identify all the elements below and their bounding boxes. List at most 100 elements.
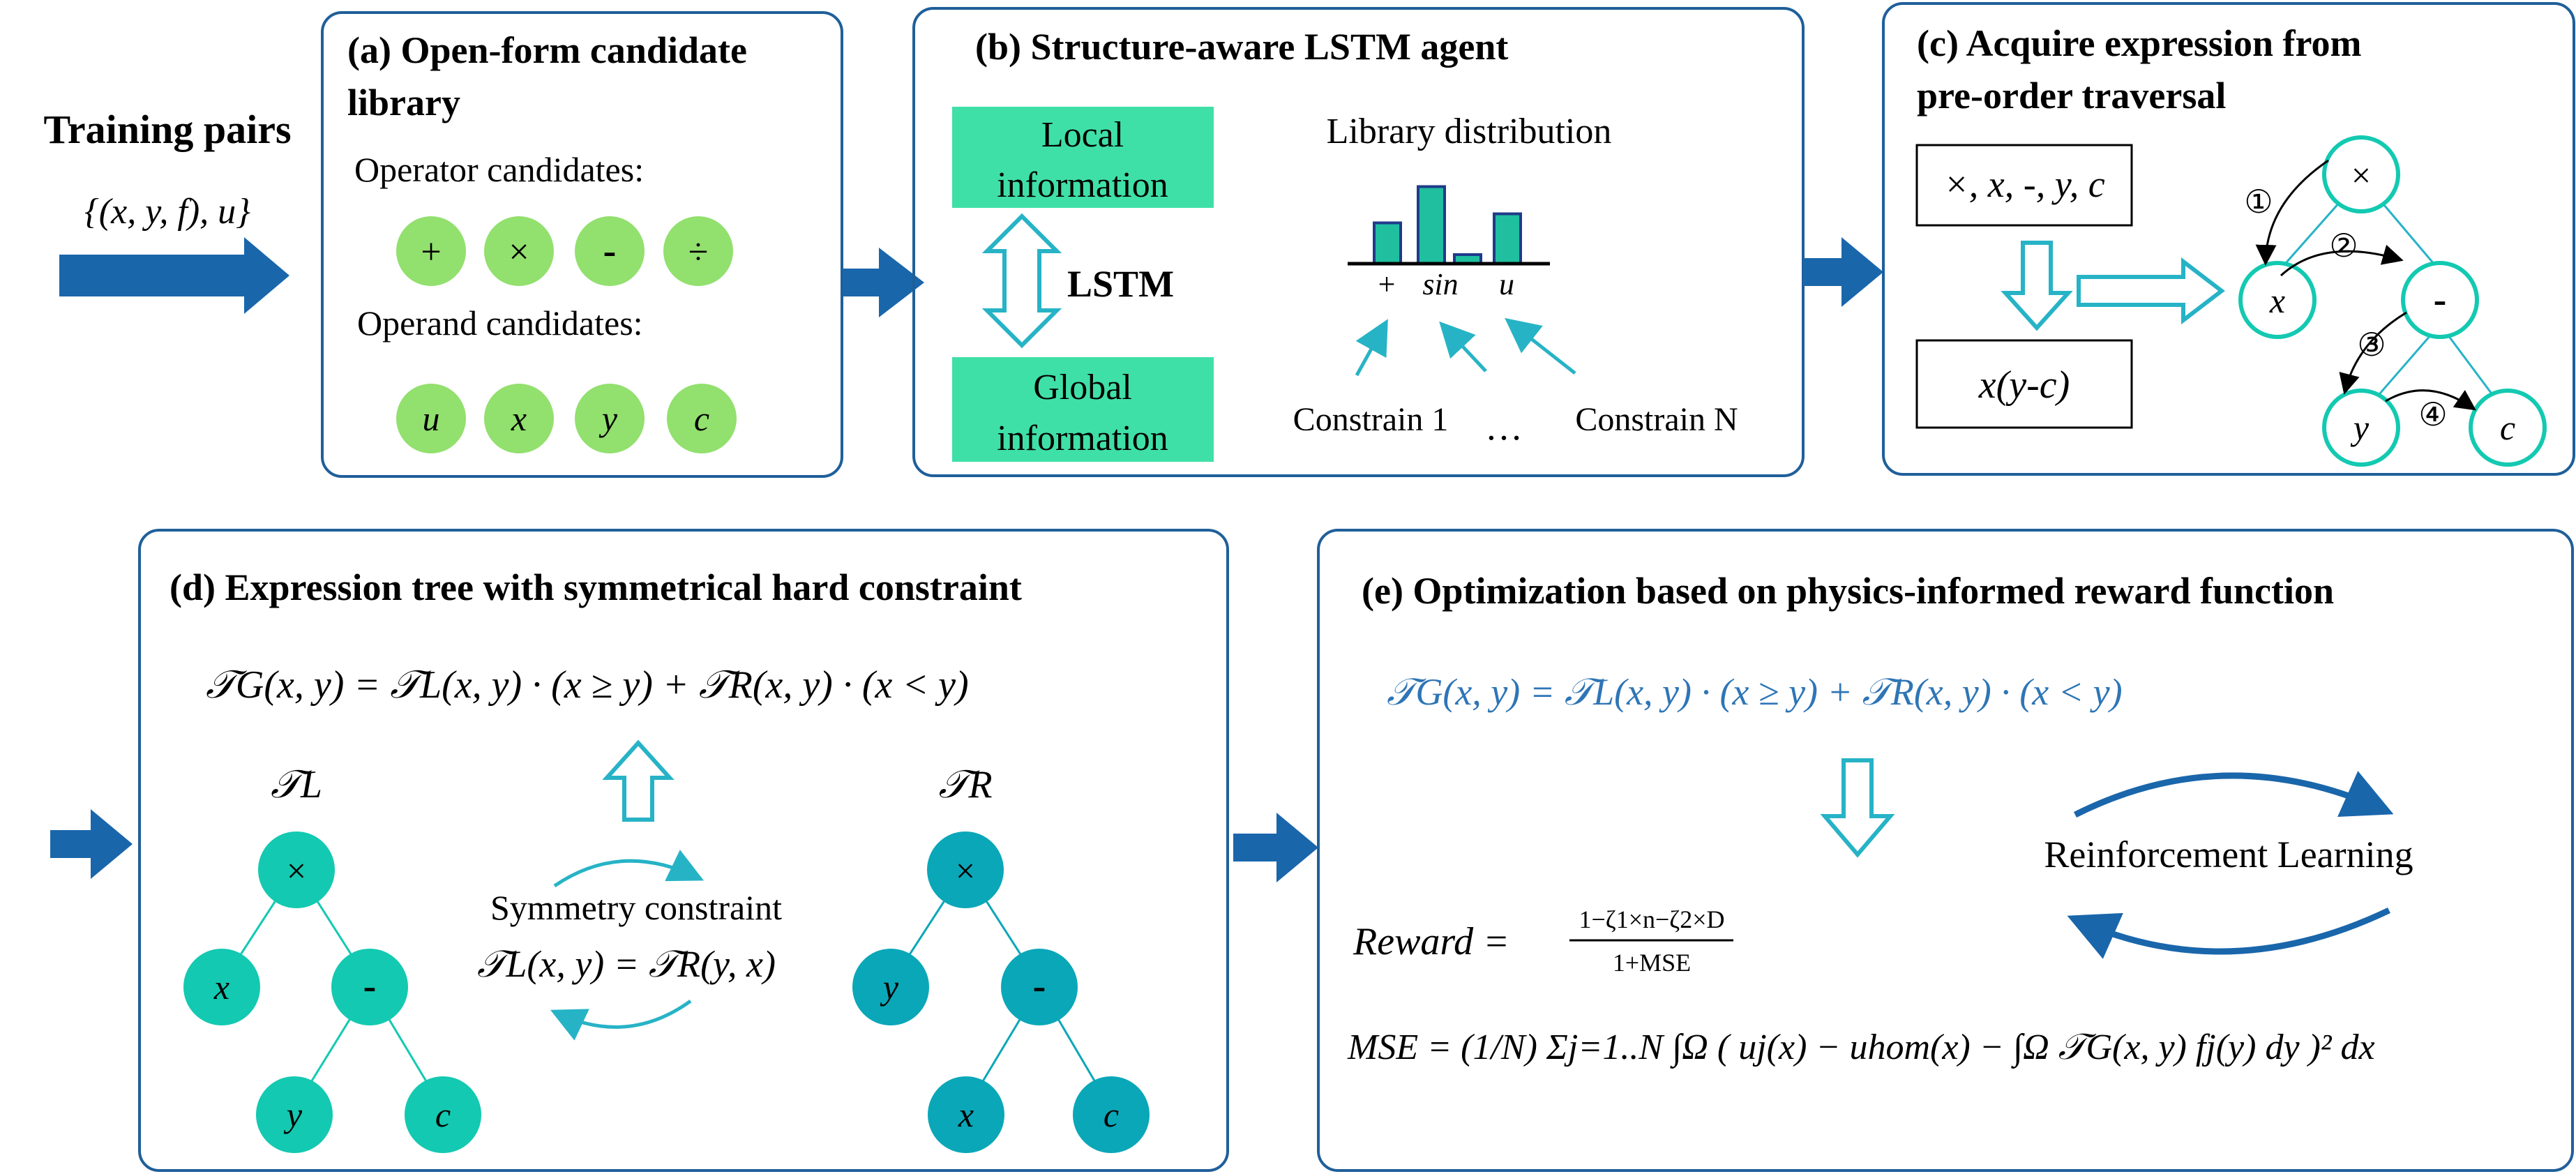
operator-candidates-label: Operator candidates: xyxy=(354,150,644,189)
panel-a-title-line1: (a) Open-form candidate xyxy=(347,29,747,71)
left-tree-node-y xyxy=(256,1076,333,1153)
local-info-line1: Local xyxy=(1041,115,1124,155)
operator-divide-node xyxy=(663,216,733,286)
left-tree-node-minus xyxy=(331,949,408,1025)
panel-d-frame xyxy=(138,529,1229,1172)
constraint-arrows xyxy=(1355,317,1576,377)
mse-equation: MSE = (1/N) Σj=1..N ∫Ω ( uj(x) − uhom(x)… xyxy=(1347,1028,2375,1069)
operator-candidates: + × - ÷ xyxy=(396,216,733,286)
right-tree: × y - x c xyxy=(852,831,1150,1153)
step-4: ④ xyxy=(2418,397,2447,432)
arrow-into-d xyxy=(50,809,133,879)
right-tree-node-y xyxy=(852,949,929,1025)
left-tree-node-x xyxy=(183,949,260,1025)
input-arrow xyxy=(59,237,289,314)
constraint-dots: … xyxy=(1485,406,1523,448)
operator-minus-node xyxy=(575,216,645,286)
constraint-arrow-1 xyxy=(1355,319,1388,377)
step-2: ② xyxy=(2329,228,2358,264)
left-tree-label-minus: - xyxy=(363,965,377,1008)
panel-d-title: (d) Expression tree with symmetrical har… xyxy=(170,566,1022,608)
reward-numerator: 1−ζ1×n−ζ2×D xyxy=(1579,905,1724,933)
tree-node-x xyxy=(2238,261,2317,339)
sequence-box xyxy=(1915,144,2133,227)
tree-label-times: × xyxy=(2351,156,2371,195)
panel-a-title-line2: library xyxy=(347,82,460,123)
operator-minus: - xyxy=(603,229,617,273)
operator-divide: ÷ xyxy=(688,232,709,272)
local-info-line2: information xyxy=(997,165,1168,205)
axis-label-sin: sin xyxy=(1422,267,1458,301)
axis-label-u: u xyxy=(1499,267,1514,301)
expression-text: x(y-c) xyxy=(1978,363,2070,407)
lstm-label: LSTM xyxy=(1067,263,1174,305)
rl-top-arrow xyxy=(2073,771,2394,818)
rl-label: Reinforcement Learning xyxy=(2044,834,2413,875)
constraint-n-label: Constrain N xyxy=(1575,401,1738,438)
panel-e-equation: 𝒯G(x, y) = 𝒯L(x, y) · (x ≥ y) + 𝒯R(x, y)… xyxy=(1387,671,2123,713)
down-outline-arrow xyxy=(2001,241,2073,331)
right-tree-node-minus xyxy=(1001,949,1078,1025)
operand-x-node xyxy=(484,384,554,453)
symmetry-constraint-label: Symmetry constraint xyxy=(490,888,782,927)
step-1: ① xyxy=(2244,184,2273,220)
reward-lhs: Reward = xyxy=(1353,920,1509,963)
panel-b-frame xyxy=(912,7,1805,477)
traversal-step3-arrow xyxy=(2339,311,2407,395)
panel-e-title: (e) Optimization based on physics-inform… xyxy=(1362,570,2334,612)
local-info-box xyxy=(952,107,1214,208)
up-outline-arrow xyxy=(602,739,675,822)
right-tree-node-x xyxy=(928,1076,1004,1153)
right-tree-label-c: c xyxy=(1104,1095,1119,1134)
rl-bottom-arrow xyxy=(2067,907,2390,959)
operator-plus: + xyxy=(421,232,441,272)
panel-c-title-line1: (c) Acquire expression from xyxy=(1917,22,2361,64)
right-outline-arrow xyxy=(2077,257,2225,325)
tree-label-y: y xyxy=(2350,408,2370,447)
constraint-arrow-3 xyxy=(1505,317,1576,375)
left-tree-node-c xyxy=(405,1076,481,1153)
right-tree-label-x: x xyxy=(958,1095,974,1134)
symmetry-top-arrow xyxy=(553,850,705,888)
operator-times-node xyxy=(484,216,554,286)
distribution-bars xyxy=(1373,185,1522,265)
global-info-box xyxy=(952,357,1214,462)
operand-c-node xyxy=(667,384,737,453)
training-set-label: {(x, y, f), u} xyxy=(84,192,250,232)
tree-label-x: x xyxy=(2269,281,2285,320)
traversal-step4-arrow xyxy=(2385,389,2476,411)
right-tree-node-c xyxy=(1073,1076,1150,1153)
left-tree-node-times xyxy=(258,831,335,908)
operator-times: × xyxy=(509,232,529,272)
right-tree-label-minus: - xyxy=(1033,965,1046,1008)
operand-y: y xyxy=(598,399,618,438)
distribution-bar xyxy=(1373,221,1402,265)
arrow-a-to-b xyxy=(843,248,924,317)
left-tree-label-c: c xyxy=(435,1095,451,1134)
panel-e-frame xyxy=(1317,529,2574,1172)
tree-left-label: 𝒯L xyxy=(271,763,322,806)
step-3: ③ xyxy=(2357,327,2386,363)
right-tree-node-times xyxy=(927,831,1004,908)
tree-node-y xyxy=(2322,389,2400,467)
arrow-b-to-c xyxy=(1803,237,1883,307)
symmetry-bottom-arrow xyxy=(550,999,692,1041)
distribution-bar xyxy=(1493,212,1522,265)
tree-node-times xyxy=(2322,135,2400,213)
symmetry-constraint-equation: 𝒯L(x, y) = 𝒯R(y, x) xyxy=(477,943,776,985)
global-info-line1: Global xyxy=(1033,368,1132,407)
bidirectional-arrow xyxy=(981,213,1062,349)
operand-x: x xyxy=(511,399,527,438)
traversal-step1-arrow xyxy=(2255,159,2329,266)
training-pairs-title: Training pairs xyxy=(43,107,291,152)
right-tree-label-times: × xyxy=(956,851,975,890)
traversal-step2-arrow xyxy=(2280,244,2404,277)
sequence-text: ×, x, -, y, c xyxy=(1943,163,2104,205)
reward-denominator: 1+MSE xyxy=(1613,949,1691,977)
tree-label-minus: - xyxy=(2434,278,2447,322)
operand-candidates: u x y c xyxy=(396,384,737,453)
operator-plus-node xyxy=(396,216,466,286)
right-tree-label-y: y xyxy=(880,968,899,1007)
down-outline-arrow-e xyxy=(1820,758,1895,858)
constraint-1-label: Constrain 1 xyxy=(1293,401,1449,438)
